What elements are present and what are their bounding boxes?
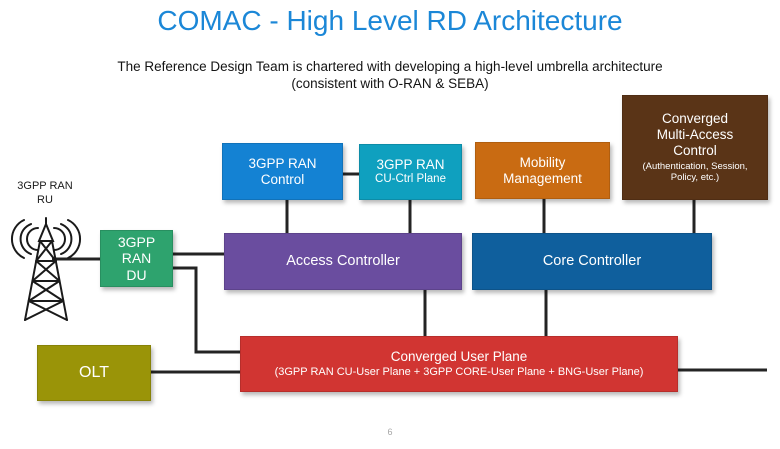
node-3gpp-ran-control: 3GPP RAN Control bbox=[222, 143, 343, 200]
subtitle-line-2: (consistent with O-RAN & SEBA) bbox=[291, 75, 489, 91]
connector-lines bbox=[52, 172, 767, 374]
label-3gpp-ran-ru: 3GPP RAN RU bbox=[17, 180, 73, 206]
node-mobility-management: Mobility Management bbox=[475, 142, 610, 199]
node-core-controller: Core Controller bbox=[472, 233, 712, 290]
page-number: 6 bbox=[387, 427, 393, 437]
node-converged-multi-access-control: Converged Multi-Access Control (Authenti… bbox=[622, 95, 768, 200]
slide-title: COMAC - High Level RD Architecture bbox=[157, 5, 623, 36]
node-olt: OLT bbox=[37, 345, 151, 401]
subtitle-line-1: The Reference Design Team is chartered w… bbox=[117, 59, 663, 74]
node-access-controller: Access Controller bbox=[224, 233, 462, 290]
node-3gpp-ran-cu-ctrl-plane: 3GPP RAN CU-Ctrl Plane bbox=[359, 144, 462, 200]
node-3gpp-ran-du: 3GPP RAN DU bbox=[100, 230, 173, 287]
slide-subtitle: The Reference Design Team is chartered w… bbox=[0, 59, 780, 93]
connector-du-to-userplane bbox=[173, 266, 240, 354]
cell-tower-icon bbox=[11, 217, 81, 321]
node-converged-user-plane: Converged User Plane (3GPP RAN CU-User P… bbox=[240, 336, 678, 392]
